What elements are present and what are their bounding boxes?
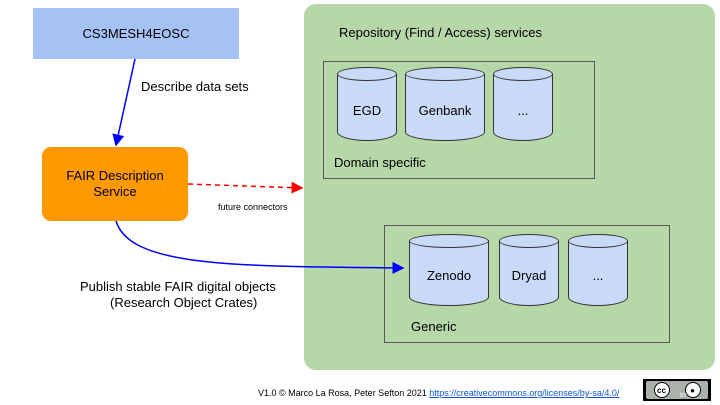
cs3mesh4eosc-label: CS3MESH4EOSC [82, 26, 190, 41]
domain-more-cylinder: ... [493, 67, 553, 141]
footer-credit: V1.0 © Marco La Rosa, Peter Sefton 2021 … [258, 388, 619, 398]
dryad-cylinder: Dryad [499, 234, 559, 306]
domain-more-label: ... [517, 103, 529, 118]
cc-by-badge[interactable]: cc ● BY [643, 379, 711, 401]
genbank-label: Genbank [418, 103, 472, 118]
service-label-line2: Service [93, 184, 137, 199]
egd-label: EGD [352, 103, 382, 118]
repository-title: Repository (Find / Access) services [339, 25, 543, 40]
egd-cylinder: EGD [337, 67, 397, 141]
fair-description-service-box: FAIR Description Service [42, 147, 188, 221]
genbank-cylinder: Genbank [405, 67, 485, 141]
by-text: BY [680, 393, 687, 399]
generic-more-label: ... [592, 268, 604, 283]
cs3mesh4eosc-box: CS3MESH4EOSC [33, 8, 239, 59]
zenodo-cylinder: Zenodo [409, 234, 489, 306]
generic-group [384, 225, 670, 343]
zenodo-label: Zenodo [426, 268, 472, 283]
publish-edge-label-line1: Publish stable FAIR digital objects [80, 279, 276, 294]
describe-arrow [112, 58, 136, 147]
publish-arrow [115, 220, 405, 274]
domain-specific-group [323, 61, 595, 179]
publish-edge-label-line2: (Research Object Crates) [110, 295, 258, 310]
credit-text: V1.0 © Marco La Rosa, Peter Sefton 2021 [258, 388, 427, 398]
service-label-line1: FAIR Description [66, 168, 164, 183]
future-edge-label: future connectors [218, 202, 288, 212]
by-icon: ● [684, 382, 701, 398]
domain-specific-label: Domain specific [334, 155, 426, 170]
cc-icon: cc [653, 382, 670, 398]
license-link[interactable]: https://creativecommons.org/licenses/by-… [429, 388, 620, 398]
future-connectors-arrow [187, 181, 304, 194]
dryad-label: Dryad [511, 268, 547, 283]
generic-label: Generic [411, 319, 457, 334]
generic-more-cylinder: ... [568, 234, 628, 306]
describe-edge-label: Describe data sets [141, 79, 249, 94]
repository-panel [304, 4, 715, 370]
